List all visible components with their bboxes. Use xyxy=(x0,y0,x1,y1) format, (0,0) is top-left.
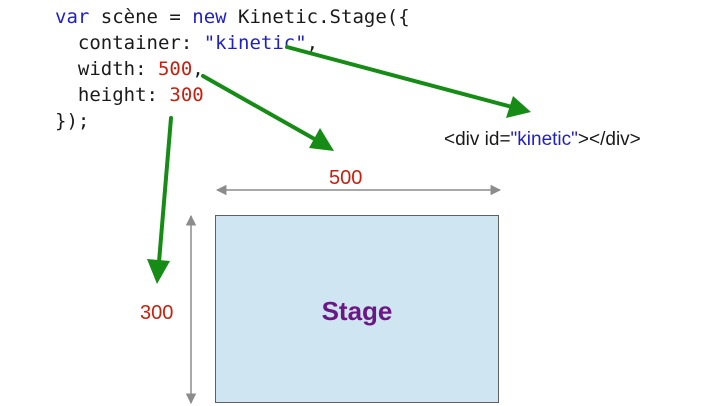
keyword-var: var xyxy=(55,6,90,28)
code-text: scène = xyxy=(89,6,193,28)
stage-rectangle: Stage xyxy=(215,215,499,403)
code-line-3: width: 500, xyxy=(55,56,410,82)
code-line-1: var scène = new Kinetic.Stage({ xyxy=(55,4,410,30)
code-property-width: width: xyxy=(55,58,158,80)
width-dimension-label: 500 xyxy=(329,167,363,189)
width-to-label-arrow xyxy=(201,74,334,151)
html-div-snippet: <div id="kinetic"></div> xyxy=(444,128,641,152)
keyword-new: new xyxy=(192,6,227,28)
code-property-height: height: xyxy=(55,84,170,106)
code-block: var scène = new Kinetic.Stage({ containe… xyxy=(55,4,410,134)
code-line-2: container: "kinetic", xyxy=(55,30,410,56)
code-closing: }); xyxy=(55,110,90,132)
height-to-label-arrow xyxy=(147,116,173,284)
html-id-value: "kinetic" xyxy=(510,129,578,150)
container-to-div-arrow xyxy=(285,45,531,118)
code-line-4: height: 300 xyxy=(55,82,410,108)
code-text: Kinetic.Stage({ xyxy=(226,6,410,28)
code-property-container: container: xyxy=(55,32,204,54)
code-value-container: "kinetic" xyxy=(203,32,307,54)
code-punctuation: , xyxy=(192,58,204,80)
html-open-tag: <div id= xyxy=(444,129,511,150)
code-value-height: 300 xyxy=(169,84,204,106)
height-dimension-label: 300 xyxy=(140,302,174,324)
code-value-width: 500 xyxy=(157,58,193,80)
code-line-5: }); xyxy=(55,108,410,134)
code-punctuation: , xyxy=(306,32,319,54)
stage-label: Stage xyxy=(321,296,393,326)
html-close-tag: ></div> xyxy=(577,129,641,150)
